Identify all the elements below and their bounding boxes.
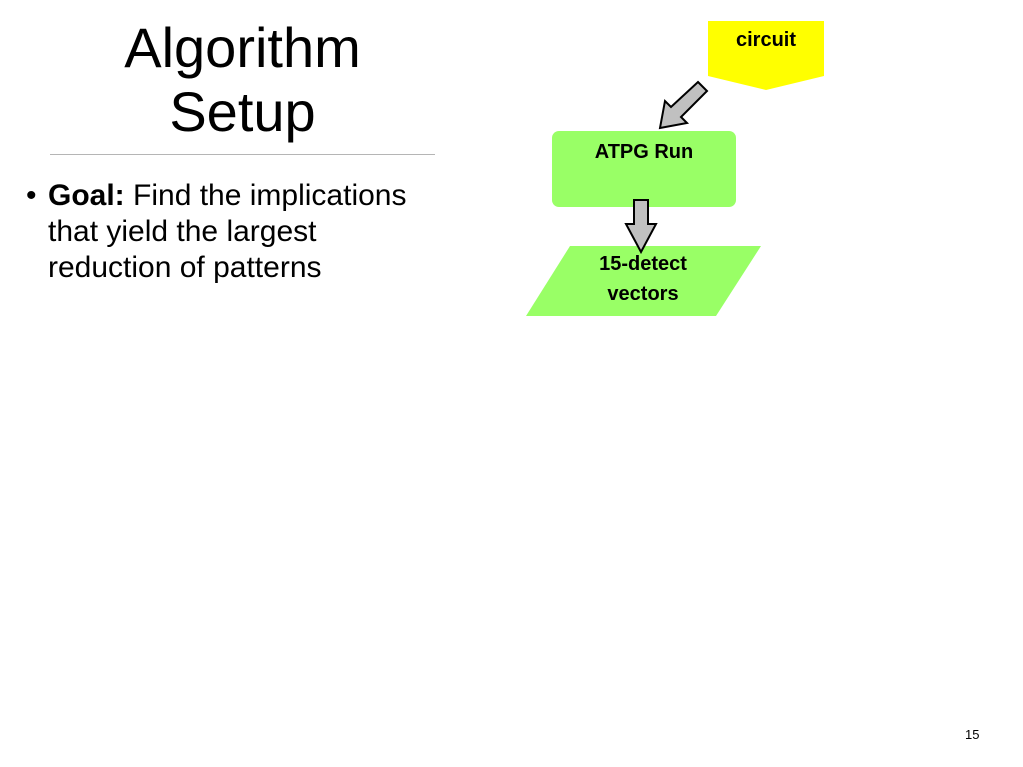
circuit-label: circuit xyxy=(736,29,796,51)
slide-title: Algorithm Setup xyxy=(50,16,435,144)
title-divider xyxy=(50,154,435,155)
atpg-run-label: ATPG Run xyxy=(595,141,694,163)
bullet-lead: Goal: xyxy=(48,179,125,212)
page-number: 15 xyxy=(965,727,980,742)
title-line-2: Setup xyxy=(169,80,316,143)
vectors-node xyxy=(526,246,761,316)
bullet-body: Find the implications that yield the lar… xyxy=(48,179,407,284)
vectors-label-line-2: vectors xyxy=(607,283,678,305)
circuit-node xyxy=(708,21,824,90)
atpg-run-node xyxy=(552,131,736,207)
bullet-text: Goal: Find the implications that yield t… xyxy=(48,178,448,286)
title-line-1: Algorithm xyxy=(124,16,361,79)
bullet-dot-icon: • xyxy=(26,179,37,212)
vectors-label-line-1: 15-detect xyxy=(599,253,687,275)
arrow-atpg-to-vectors-icon xyxy=(624,199,658,255)
arrow-circuit-to-atpg-icon xyxy=(658,80,709,130)
